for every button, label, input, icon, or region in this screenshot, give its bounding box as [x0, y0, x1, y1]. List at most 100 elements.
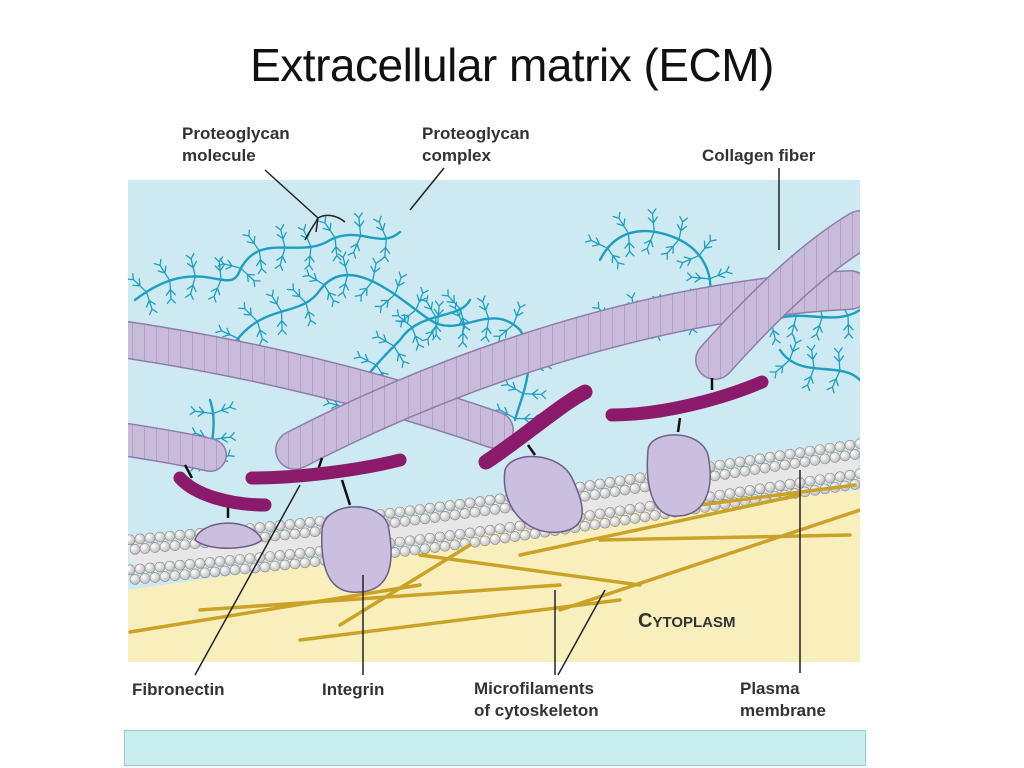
proteoglycan-side-chain	[128, 272, 148, 293]
proteoglycan-side-chain	[370, 257, 382, 282]
phospholipid-head	[599, 517, 611, 529]
proteoglycan-side-chain	[215, 324, 239, 340]
proteoglycan-side-chain	[217, 258, 242, 270]
phospholipid-head	[499, 502, 511, 514]
proteoglycan-side-chain	[394, 271, 408, 296]
phospholipid-head	[159, 571, 171, 582]
phospholipid-head	[819, 453, 831, 465]
phospholipid-head	[429, 512, 441, 523]
phospholipid-head	[734, 456, 746, 468]
proteoglycan-side-chain	[347, 235, 362, 259]
phospholipid-head	[229, 564, 241, 576]
phospholipid-head	[294, 518, 306, 529]
phospholipid-head	[724, 458, 736, 469]
caption-bar	[124, 730, 866, 766]
phospholipid-head	[449, 509, 461, 521]
phospholipid-head	[144, 532, 156, 544]
proteoglycan-side-chain	[274, 246, 287, 271]
phospholipid-head	[304, 547, 316, 558]
proteoglycan-side-chain	[660, 238, 680, 260]
phospholipid-head	[644, 500, 656, 512]
phospholipid-head	[839, 450, 851, 462]
phospholipid-head	[459, 508, 471, 519]
phospholipid-head	[844, 439, 856, 451]
phospholipid-head	[634, 502, 646, 514]
proteoglycan-side-chain	[806, 344, 818, 369]
proteoglycan-side-chain	[265, 289, 283, 313]
phospholipid-head	[589, 489, 601, 501]
phospholipid-head	[424, 502, 436, 514]
phospholipid-head	[304, 517, 316, 528]
proteoglycan-side-chain	[353, 350, 377, 366]
proteoglycan-core	[228, 273, 522, 352]
phospholipid-head	[849, 449, 860, 460]
proteoglycan-side-chain	[433, 300, 444, 325]
label-fibronectin: Fibronectin	[132, 680, 225, 699]
phospholipid-head	[289, 558, 301, 570]
label-microfilaments-2: of cytoskeleton	[474, 701, 599, 720]
phospholipid-head	[764, 451, 776, 463]
phospholipid-head	[469, 506, 481, 518]
phospholipid-head	[144, 562, 156, 574]
phospholipid-head	[154, 561, 166, 573]
proteoglycan-side-chain	[801, 367, 815, 392]
proteoglycan-side-chain	[374, 293, 396, 313]
phospholipid-head	[179, 569, 191, 581]
phospholipid-head	[489, 534, 501, 545]
proteoglycan-side-chain	[810, 316, 823, 341]
phospholipid-head	[289, 528, 301, 540]
phospholipid-head	[164, 560, 176, 572]
proteoglycan-side-chain	[371, 330, 395, 347]
proteoglycan-side-chain	[686, 272, 711, 283]
phospholipid-head	[494, 523, 506, 535]
phospholipid-head	[128, 564, 136, 576]
proteoglycan-side-chain	[458, 308, 471, 333]
phospholipid-head	[454, 498, 466, 510]
phospholipid-head	[194, 558, 206, 569]
phospholipid-head	[409, 544, 421, 556]
proteoglycan-side-chain	[302, 269, 325, 286]
phospholipid-head	[494, 493, 506, 505]
phospholipid-head	[424, 532, 436, 544]
phospholipid-head	[594, 508, 606, 520]
proteoglycan-side-chain	[391, 309, 413, 329]
proteoglycan-side-chain	[788, 336, 802, 361]
proteoglycan-side-chain	[769, 320, 781, 346]
phospholipid-head	[234, 554, 246, 565]
phospholipid-head	[444, 500, 456, 511]
phospholipid-head	[734, 486, 746, 498]
label-plasma-membrane-1: Plasma	[740, 679, 800, 698]
proteoglycan-side-chain	[337, 274, 350, 299]
proteoglycan-side-chain	[612, 211, 630, 235]
phospholipid-head	[394, 506, 406, 518]
phospholipid-head	[744, 485, 756, 496]
proteoglycan-side-chain	[373, 215, 388, 240]
phospholipid-head	[774, 450, 786, 462]
proteoglycan-side-chain	[185, 252, 197, 278]
phospholipid-head	[519, 529, 531, 541]
phospholipid-head	[264, 521, 276, 532]
phospholipid-head	[814, 444, 826, 455]
phospholipid-head	[404, 505, 416, 517]
integrin	[321, 506, 392, 593]
label-proteoglycan-complex-1: Proteoglycan	[422, 124, 530, 143]
phospholipid-head	[129, 544, 141, 555]
phospholipid-head	[279, 559, 291, 571]
proteoglycan-side-chain	[304, 246, 315, 271]
proteoglycan-side-chain	[512, 301, 526, 326]
phospholipid-head	[159, 541, 171, 552]
phospholipid-head	[129, 574, 141, 585]
phospholipid-head	[279, 529, 291, 541]
phospholipid-head	[784, 448, 796, 460]
phospholipid-head	[489, 504, 501, 515]
phospholipid-head	[629, 483, 641, 494]
phospholipid-head	[769, 461, 781, 472]
phospholipid-head	[604, 477, 616, 488]
phospholipid-head	[454, 528, 466, 540]
phospholipid-head	[389, 517, 401, 528]
phospholipid-head	[609, 516, 621, 527]
phospholipid-head	[399, 546, 411, 557]
phospholipid-head	[589, 519, 601, 531]
phospholipid-head	[754, 453, 766, 465]
proteoglycan-side-chain	[480, 317, 492, 343]
